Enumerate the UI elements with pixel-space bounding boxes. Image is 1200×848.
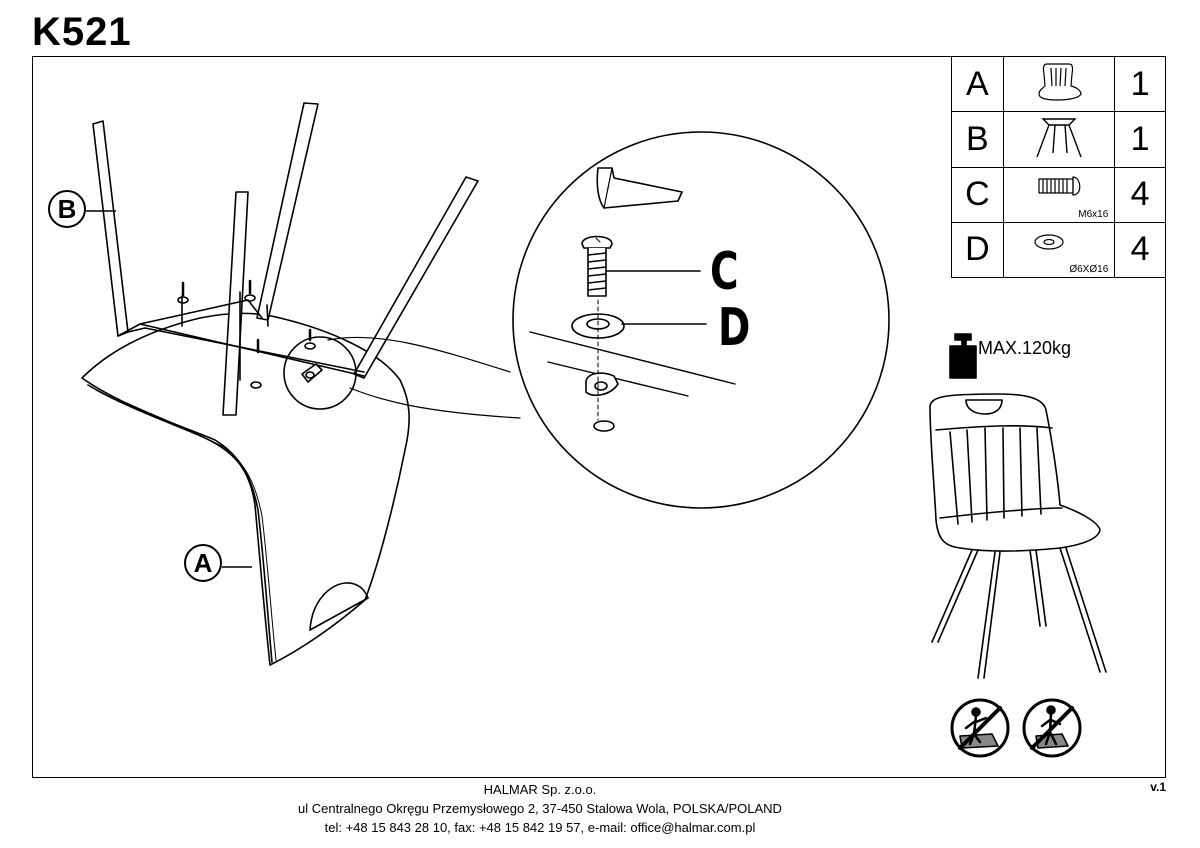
legs-callout-badge: B <box>48 190 86 228</box>
washer-icon: Ø6XØ16 <box>1002 221 1116 279</box>
part-quantity: 4 <box>1114 221 1166 279</box>
washer-callout-label: D <box>718 298 751 358</box>
legs-callout-leader <box>86 210 116 212</box>
parts-row: D Ø6XØ16 4 <box>951 221 1166 279</box>
part-quantity: 1 <box>1114 55 1166 113</box>
parts-row: B 1 <box>951 111 1166 168</box>
part-spec: Ø6XØ16 <box>1069 264 1109 275</box>
part-letter: C <box>951 166 1004 223</box>
footer: HALMAR Sp. z.o.o. ul Centralnego Okręgu … <box>0 780 1080 837</box>
seat-illustration <box>81 312 410 666</box>
parts-list-table: A 1 B 1 C M6x16 4 <box>951 55 1166 279</box>
seat-icon <box>1002 55 1116 113</box>
parts-row: C M6x16 4 <box>951 166 1166 223</box>
weight-icon <box>949 333 977 379</box>
part-letter: B <box>951 111 1004 168</box>
bolt-icon: M6x16 <box>1002 166 1116 223</box>
part-quantity: 1 <box>1114 111 1166 168</box>
seat-callout-leader <box>222 566 252 568</box>
part-quantity: 4 <box>1114 166 1166 223</box>
part-letter: A <box>951 55 1004 113</box>
part-spec: M6x16 <box>1078 208 1109 220</box>
version-label: v.1 <box>1150 780 1166 794</box>
detail-magnifier <box>512 131 890 509</box>
legs-illustration <box>92 102 479 416</box>
parts-row: A 1 <box>951 55 1166 113</box>
footer-contact: tel: +48 15 843 28 10, fax: +48 15 842 1… <box>324 820 756 835</box>
part-letter: D <box>951 221 1004 279</box>
model-title: K521 <box>32 10 132 54</box>
footer-address: ul Centralnego Okręgu Przemysłowego 2, 3… <box>298 801 782 816</box>
no-standing-on-chair-icon <box>950 698 1010 758</box>
max-load-label: MAX.120kg <box>978 338 1072 358</box>
assembled-chair-illustration <box>929 393 1107 679</box>
no-climbing-icon <box>1022 698 1082 758</box>
footer-company: HALMAR Sp. z.o.o. <box>483 782 597 797</box>
seat-callout-badge: A <box>184 544 222 582</box>
leg-frame-icon <box>1002 111 1116 168</box>
drawing-frame <box>32 56 1166 778</box>
bolt-callout-label: C <box>710 242 739 302</box>
